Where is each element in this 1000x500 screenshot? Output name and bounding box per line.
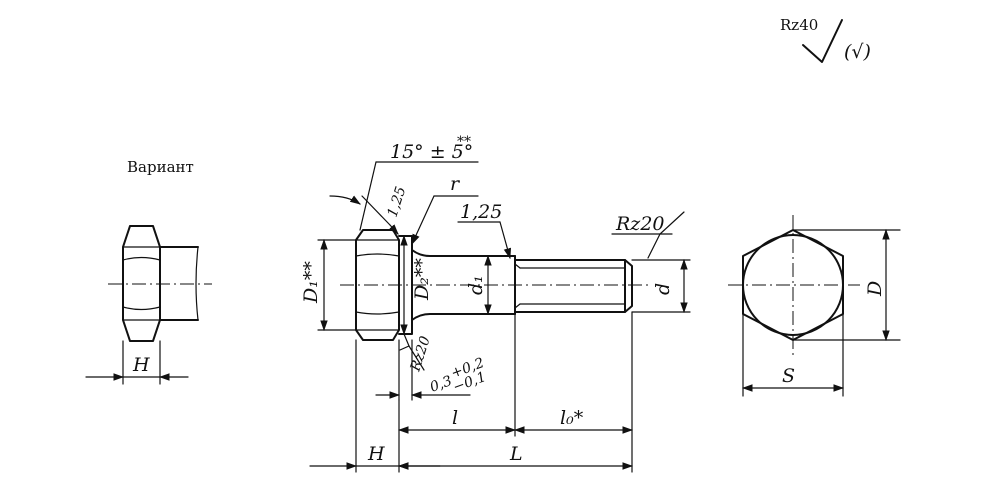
dim-gap-nominal: 0,3	[428, 373, 454, 396]
dim-radius: r	[450, 173, 461, 195]
dim-transition-1-25: 1,25	[460, 201, 502, 223]
variant-view: Вариант H	[85, 158, 212, 385]
dim-D: D	[864, 281, 886, 297]
dim-chamfer-angle-mark: **	[457, 134, 471, 150]
roughness-check-icon	[802, 19, 843, 63]
dim-D2: D₂**	[411, 258, 433, 301]
roughness-head-underside: Rz20	[407, 334, 434, 374]
roughness-thread: Rz20	[615, 213, 665, 235]
bolt-end-view: D S	[728, 215, 901, 397]
dim-D1: D₁**	[300, 261, 322, 304]
variant-title: Вариант	[127, 158, 194, 176]
dim-S: S	[782, 365, 795, 387]
dim-chamfer-angle: 15° ± 5°	[390, 141, 473, 163]
roughness-extra-symbol: (√)	[844, 41, 871, 63]
dim-chamfer-1-25: 1,25	[385, 185, 410, 220]
roughness-general-symbol: Rz40 (√)	[780, 16, 871, 63]
bolt-side-view: D₁** D₂** d₁ d 15° ± 5° ** 1,25 r 1,25	[300, 134, 691, 473]
dim-H: H	[367, 443, 385, 465]
dim-l0: l₀*	[560, 407, 584, 429]
dim-d: d	[652, 283, 674, 295]
dim-L: L	[509, 443, 523, 465]
dim-d1: d₁	[465, 275, 487, 295]
variant-dim-H: H	[132, 354, 150, 376]
dim-l: l	[452, 407, 458, 429]
roughness-general-label: Rz40	[780, 16, 818, 34]
